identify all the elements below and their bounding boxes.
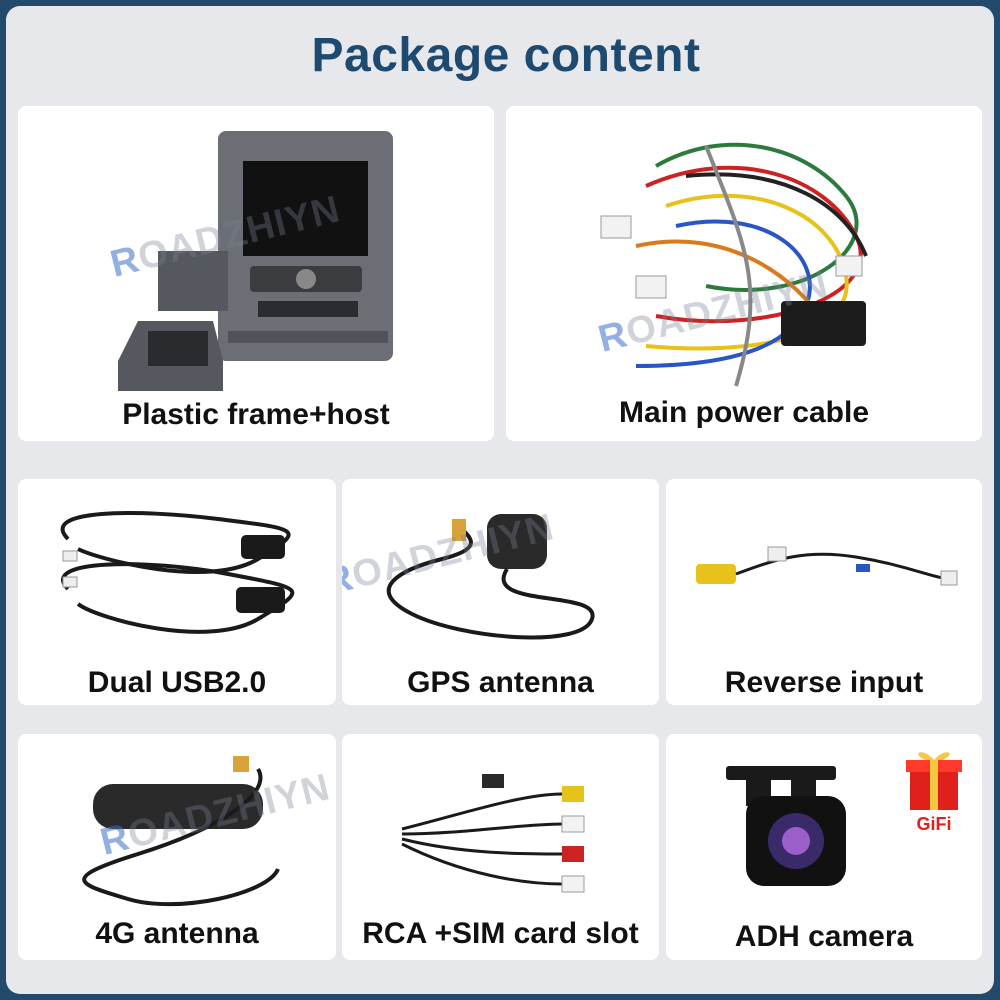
item-label: Reverse input bbox=[724, 666, 924, 699]
item-label: 4G antenna bbox=[95, 917, 259, 950]
reverse-cable-image bbox=[696, 546, 958, 586]
item-card-gps-antenna: ROADZHIYN GPS antenna bbox=[342, 479, 659, 705]
item-label: RCA +SIM card slot bbox=[362, 917, 639, 950]
item-label: Main power cable bbox=[618, 396, 870, 429]
page-title: Package content bbox=[311, 29, 701, 82]
item-card-4g-antenna: ROADZHIYN 4G antenna bbox=[18, 734, 336, 960]
item-card-rca-sim: RCA +SIM card slot bbox=[342, 734, 659, 960]
gift-icon bbox=[906, 752, 962, 810]
item-label: GPS antenna bbox=[407, 666, 594, 699]
item-card-dual-usb: Dual USB2.0 bbox=[18, 479, 336, 705]
item-label: ADH camera bbox=[734, 920, 914, 953]
gift-badge: GiFi bbox=[904, 746, 964, 838]
item-label: Dual USB2.0 bbox=[87, 666, 267, 699]
gift-label: GiFi bbox=[916, 814, 952, 834]
item-card-adh-camera: GiFi ADH camera bbox=[666, 734, 982, 960]
item-card-power-cable: ROADZHIYN Main power cable bbox=[506, 106, 982, 441]
4g-antenna-image bbox=[82, 756, 280, 907]
gps-antenna-image bbox=[386, 514, 595, 640]
usb-cable-image bbox=[60, 511, 295, 634]
power-cable-image bbox=[600, 142, 868, 387]
rca-cable-image bbox=[401, 774, 585, 893]
head-unit-frame-image bbox=[118, 131, 393, 391]
item-label: Plastic frame+host bbox=[122, 398, 390, 431]
package-panel: Package content ROADZHIYN Plastic frame+… bbox=[6, 6, 994, 994]
item-card-reverse-input: Reverse input bbox=[666, 479, 982, 705]
camera-image bbox=[726, 766, 846, 886]
item-card-frame-host: ROADZHIYN Plastic frame+host bbox=[18, 106, 494, 441]
